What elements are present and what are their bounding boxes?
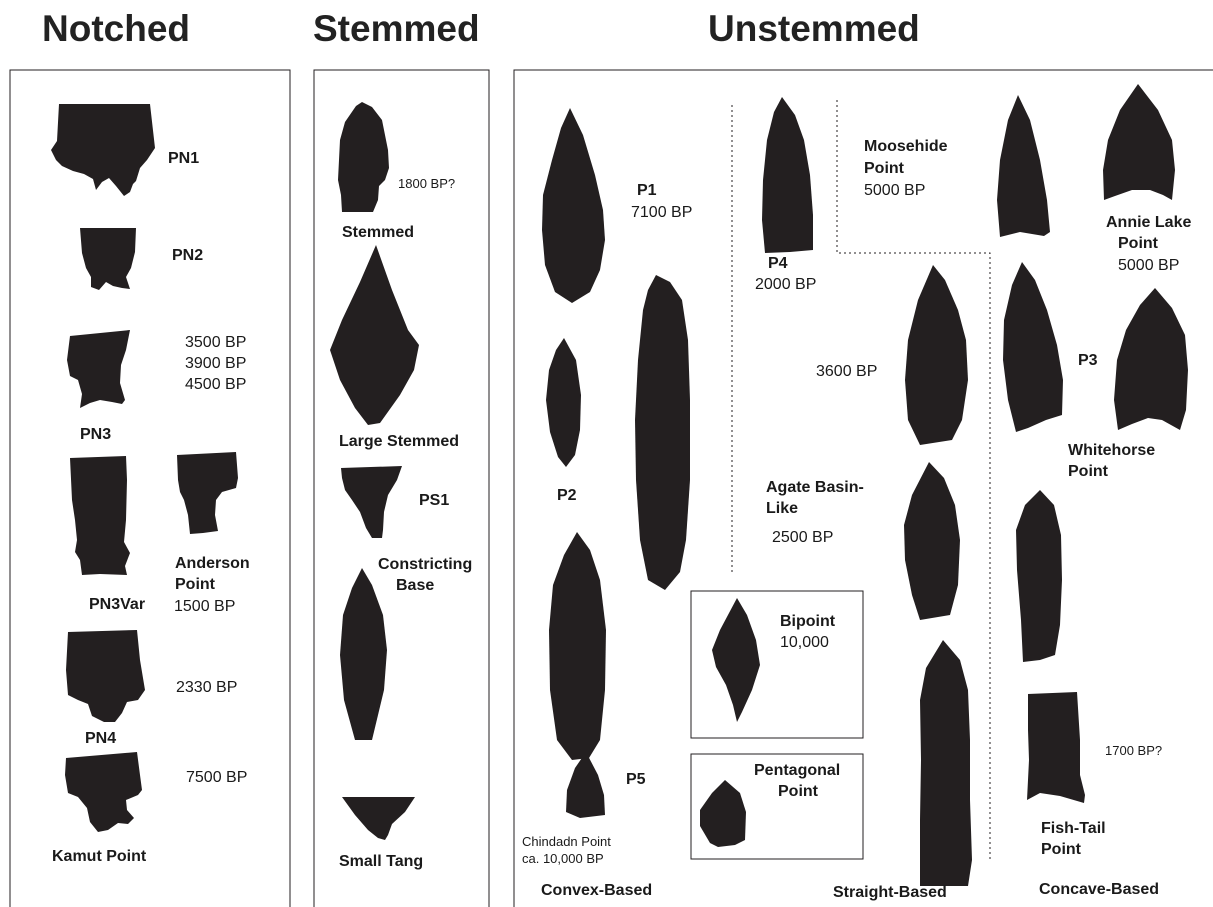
label-anderson-1: Anderson xyxy=(175,555,250,572)
date-annie: 5000 BP xyxy=(1118,257,1179,274)
point-p3-right xyxy=(1114,288,1188,430)
label-p5: P5 xyxy=(626,771,646,788)
label-agate-1: Agate Basin- xyxy=(766,479,864,496)
label-large-stemmed: Large Stemmed xyxy=(339,433,459,450)
date-agate: 2500 BP xyxy=(772,529,833,546)
point-small-tang xyxy=(342,797,415,840)
date-stemmed: 1800 BP? xyxy=(398,176,455,191)
point-p1 xyxy=(542,108,605,303)
label-moosehide-1: Moosehide xyxy=(864,138,948,155)
label-pn2: PN2 xyxy=(172,247,203,264)
date-4500: 4500 BP xyxy=(185,376,246,393)
point-annie-lake xyxy=(1103,84,1175,200)
label-whitehorse-2: Point xyxy=(1068,463,1109,480)
label-moosehide-2: Point xyxy=(864,160,905,177)
label-p3: P3 xyxy=(1078,352,1098,369)
label-convex-based: Convex-Based xyxy=(541,882,652,899)
point-convex-long xyxy=(635,275,690,590)
header-notched: Notched xyxy=(42,8,190,49)
point-p2 xyxy=(546,338,581,467)
date-3500: 3500 BP xyxy=(185,334,246,351)
point-p4 xyxy=(762,97,813,253)
label-p1: P1 xyxy=(637,182,657,199)
label-pentagonal-2: Point xyxy=(778,783,819,800)
point-large-stemmed xyxy=(330,245,419,425)
stemmed-panel xyxy=(314,70,489,907)
point-fish-tail xyxy=(1027,692,1085,803)
label-straight-based: Straight-Based xyxy=(833,884,947,901)
header-stemmed: Stemmed xyxy=(313,8,480,49)
date-3900: 3900 BP xyxy=(185,355,246,372)
label-bipoint: Bipoint xyxy=(780,613,836,630)
date-bipoint: 10,000 xyxy=(780,634,829,651)
date-pn4: 2330 BP xyxy=(176,679,237,696)
label-whitehorse-1: Whitehorse xyxy=(1068,442,1155,459)
point-anderson xyxy=(177,452,238,534)
date-moosehide: 5000 BP xyxy=(864,182,925,199)
date-p1: 7100 BP xyxy=(631,204,692,221)
point-pn3 xyxy=(67,330,130,408)
label-constricting-1: Constricting xyxy=(378,556,472,573)
notched-panel xyxy=(10,70,290,907)
date-fish-tail: 1700 BP? xyxy=(1105,743,1162,758)
point-pn2 xyxy=(80,228,136,290)
label-chindadn-2: ca. 10,000 BP xyxy=(522,851,604,866)
label-fishtail-1: Fish-Tail xyxy=(1041,820,1106,837)
point-constricting-base xyxy=(340,568,387,740)
date-anderson: 1500 BP xyxy=(174,598,235,615)
label-annie-2: Point xyxy=(1118,235,1159,252)
label-kamut: Kamut Point xyxy=(52,848,147,865)
point-bipoint xyxy=(712,598,760,722)
label-pn4: PN4 xyxy=(85,730,116,747)
label-p2: P2 xyxy=(557,487,577,504)
label-p4: P4 xyxy=(768,255,788,272)
point-pn4 xyxy=(66,630,145,722)
point-pentagonal xyxy=(700,780,746,847)
label-pn3var: PN3Var xyxy=(89,596,145,613)
label-pentagonal-1: Pentagonal xyxy=(754,762,840,779)
point-concave-middle xyxy=(1016,490,1062,662)
point-p5 xyxy=(566,752,605,818)
point-convex-lower xyxy=(549,532,606,760)
point-straight-long xyxy=(920,640,972,886)
point-kamut xyxy=(65,752,142,832)
label-agate-2: Like xyxy=(766,500,798,517)
label-pn1: PN1 xyxy=(168,150,199,167)
point-moosehide xyxy=(997,95,1050,237)
point-pn3var xyxy=(70,456,130,575)
point-straight-3600 xyxy=(905,265,968,445)
point-ps1 xyxy=(341,466,402,538)
label-concave-based: Concave-Based xyxy=(1039,881,1159,898)
date-p4: 2000 BP xyxy=(755,276,816,293)
point-pn1 xyxy=(51,104,155,196)
label-anderson-2: Point xyxy=(175,576,216,593)
label-fishtail-2: Point xyxy=(1041,841,1082,858)
point-agate-basin xyxy=(904,462,960,620)
date-3600: 3600 BP xyxy=(816,363,877,380)
label-small-tang: Small Tang xyxy=(339,853,423,870)
date-kamut: 7500 BP xyxy=(186,769,247,786)
point-stemmed xyxy=(338,102,389,212)
label-annie-1: Annie Lake xyxy=(1106,214,1191,231)
label-stemmed: Stemmed xyxy=(342,224,414,241)
label-ps1: PS1 xyxy=(419,492,449,509)
header-unstemmed: Unstemmed xyxy=(708,8,920,49)
point-p3-left xyxy=(1003,262,1063,432)
label-constricting-2: Base xyxy=(396,577,434,594)
label-chindadn-1: Chindadn Point xyxy=(522,834,611,849)
label-pn3: PN3 xyxy=(80,426,111,443)
